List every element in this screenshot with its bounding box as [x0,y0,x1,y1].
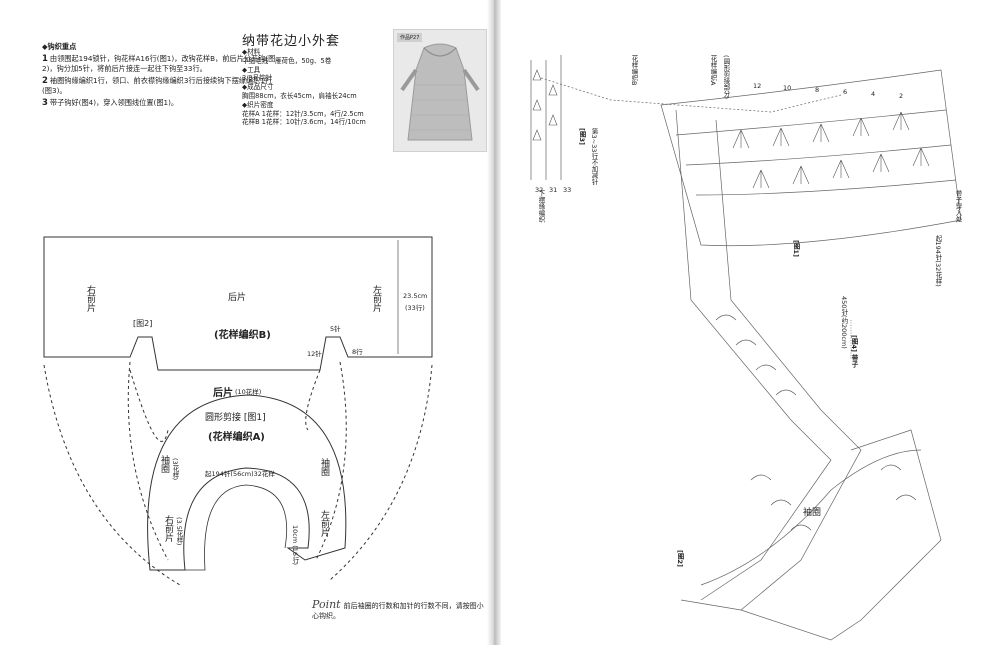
tool-value: 3/0号钩针 [242,74,273,83]
pattern-specs: ◆材料 中细毛线 雁荷色，50g、5卷 ◆工具 3/0号钩针 ◆成品尺寸 胸围8… [242,48,392,127]
gauge-b: 花样B 1花样：10针/3.6cm，14行/10cm [242,118,366,127]
neck-cast-on: 起194针(56cm)32花样 [205,470,275,478]
garment-schematic [43,236,433,586]
rows-8: 8行 [352,348,363,356]
stitches-5: 5针 [330,325,341,333]
yoke-name: 圆形剪接 [图1] [205,413,266,423]
length-rows: (33行) [405,304,425,312]
tool-label: ◆工具 [242,65,261,74]
point-text: 前后袖圈的行数和加针的行数不同，请按图小心钩织。 [312,602,484,620]
chart-fig3: [图3] [578,128,586,145]
back-label: 后片 [228,293,247,303]
yoke-front-count: (3.5花样) [175,517,183,546]
yoke-front-label: 右前片 [163,515,173,542]
point-word: Point [312,598,341,611]
cardigan-illustration [400,43,480,141]
page-badge: 作品P27 [397,33,423,42]
size-label: ◆成品尺寸 [242,83,274,92]
yoke-depth: 10cm (16行) [291,525,299,566]
chart-sleeve-label: 袖圈 [803,508,822,518]
chart-fig1: [图1] [792,240,800,257]
pattern-b-label: (花样编织B) [214,330,271,341]
gauge-a: 花样A 1花样：12针/3.5cm，4行/2.5cm [242,109,364,118]
book-spine [487,0,501,645]
row-number: 10 [783,84,792,92]
stitches-12: 12针 [307,350,322,358]
pattern-title: 纳带花边小外套 [242,34,341,49]
notes-heading: ◆钩织重点 [42,42,77,51]
yoke-back-label: 后片 [213,388,233,399]
yoke-left-front-label: 左前片 [319,510,329,537]
sleeve-count-right: (3花样) [171,458,179,481]
chart-label-a: 花样编织A [709,55,717,86]
hem-row-number: 33 [563,186,572,194]
chart-fig4-note: 450针(约200cm) [840,296,848,349]
hem-row-number: 31 [549,186,558,194]
length-cm: 23.5cm [403,292,428,300]
hem-row-number: 32 [535,186,544,194]
pattern-a-label: (花样编织A) [208,432,265,443]
chart-label-b: 花样编织B [630,55,638,86]
row-number: 6 [843,88,848,96]
chart-neck-note: 起194针(32花样) [934,235,942,287]
sleeve-label-right: 袖圈 [159,455,169,473]
left-front-label: 左前片 [371,285,381,312]
hem-edging-label: 下摆缘编织 [537,190,545,223]
size-value: 胸围88cm，衣长45cm，肩袖长24cm [242,91,357,100]
row-number: 8 [815,86,820,94]
fig2-label: [图2] [133,319,153,328]
yoke-back-count: (10花样) [235,388,262,396]
sleeve-label-left: 袖圈 [319,458,329,476]
row-number: 4 [871,90,876,98]
gauge-label: ◆织片密度 [242,100,274,109]
chart-fig4: [图4] 带子 [850,335,858,368]
row-number: 12 [753,82,762,90]
right-page: 花样编织B 花样编织A (圆形剪接部分) [图3] 第3~33行不加减针 下摆缘… [501,0,987,645]
material-value: 中细毛线 雁荷色，50g、5卷 [242,56,332,65]
right-front-label: 右前片 [85,285,95,312]
material-label: ◆材料 [242,48,261,56]
chart-thread-note: 带子穿入处 [954,190,962,223]
chart-label-a-note: (圆形剪接部分) [722,55,730,100]
stitch-chart [530,55,962,641]
chart-fig2: [图2] [676,550,684,567]
garment-photo [393,29,487,152]
chart-fig3-note: 第3~33行不加减针 [590,128,598,185]
row-number: 2 [899,92,904,100]
